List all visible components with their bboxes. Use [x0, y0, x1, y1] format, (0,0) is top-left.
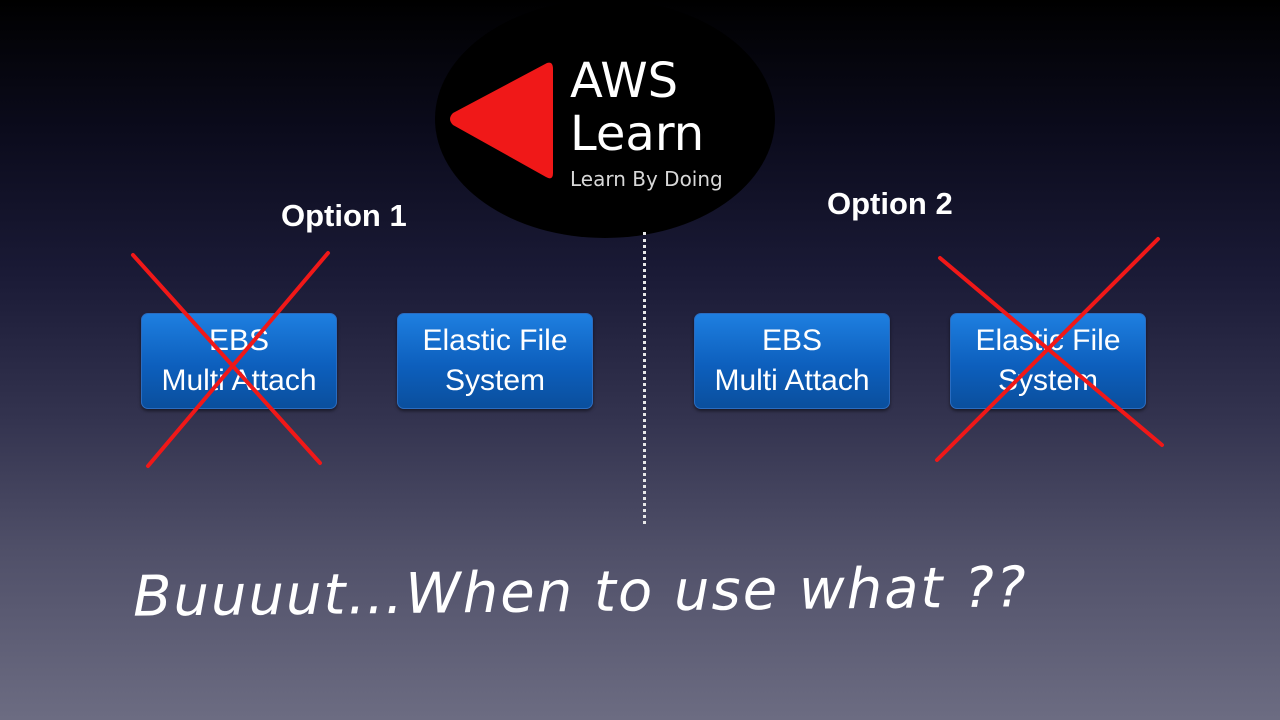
play-triangle-icon: [450, 62, 553, 179]
option-2-label: Option 2: [827, 186, 953, 221]
option-1-label: Option 1: [281, 198, 407, 233]
option-1-ebs-box: EBS Multi Attach: [141, 313, 337, 409]
logo-title-line1: AWS: [570, 53, 679, 109]
box-label: EBS Multi Attach: [714, 324, 870, 397]
option-2-ebs-box: EBS Multi Attach: [694, 313, 890, 409]
box-label: Elastic File System: [975, 324, 1121, 397]
option-2-efs-box: Elastic File System: [950, 313, 1146, 409]
box-label: Elastic File System: [422, 324, 568, 397]
handwritten-caption: Buuuut…When to use what ??: [132, 555, 1029, 630]
option-1-efs-box: Elastic File System: [397, 313, 593, 409]
dotted-divider: [643, 232, 646, 524]
logo-tagline: Learn By Doing: [570, 167, 723, 191]
logo-title-line2: Learn: [570, 106, 705, 162]
box-label: EBS Multi Attach: [161, 324, 317, 397]
aws-learn-logo: AWS Learn Learn By Doing: [435, 0, 775, 238]
